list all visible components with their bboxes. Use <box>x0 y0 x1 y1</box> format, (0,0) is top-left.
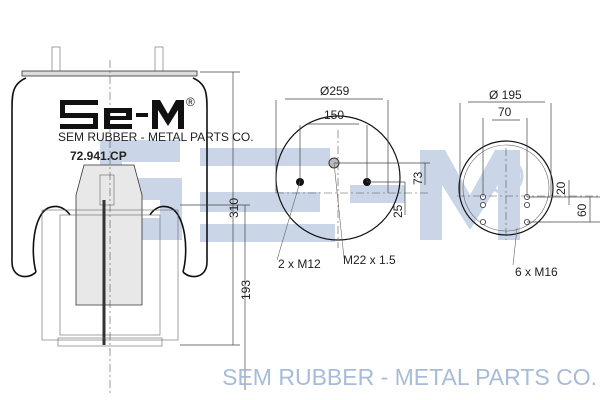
stud-spacing-150: 150 <box>324 108 344 122</box>
hole-label: 6 x M16 <box>515 265 558 279</box>
bellow-left <box>11 77 37 278</box>
stud-label: 2 x M12 <box>278 257 321 271</box>
svg-text:®: ® <box>186 95 195 109</box>
part-number: 72.941.CP <box>70 149 127 163</box>
offset-60: 60 <box>575 203 589 217</box>
offset-73: 73 <box>411 171 425 185</box>
height-193: 193 <box>239 280 253 300</box>
height-310: 310 <box>227 198 241 218</box>
offset-25: 25 <box>391 204 405 218</box>
top-plate <box>21 70 198 77</box>
diameter-195: Ø 195 <box>489 88 522 102</box>
bumper <box>75 164 143 306</box>
watermark-text: SEM RUBBER - METAL PARTS CO. <box>222 364 597 390</box>
piston-view: Ø 195 70 20 60 6 x M16 <box>457 88 600 279</box>
offset-20: 20 <box>554 181 568 195</box>
diameter-259: Ø259 <box>320 84 350 98</box>
stud-left <box>51 46 61 74</box>
stud-right <box>154 46 164 74</box>
company-name: SEM RUBBER - METAL PARTS CO. <box>58 130 254 144</box>
top-plate-view: Ø259 150 73 25 2 x M12 M22 x 1.5 <box>275 84 430 271</box>
sem-logo: ® <box>60 95 195 129</box>
air-port-label: M22 x 1.5 <box>343 253 396 267</box>
bellow-right <box>182 77 208 278</box>
side-view: 310 193 ® SEM RUBBER - METAL PARTS CO. 7… <box>11 46 254 395</box>
hole-spacing-70: 70 <box>498 105 512 119</box>
